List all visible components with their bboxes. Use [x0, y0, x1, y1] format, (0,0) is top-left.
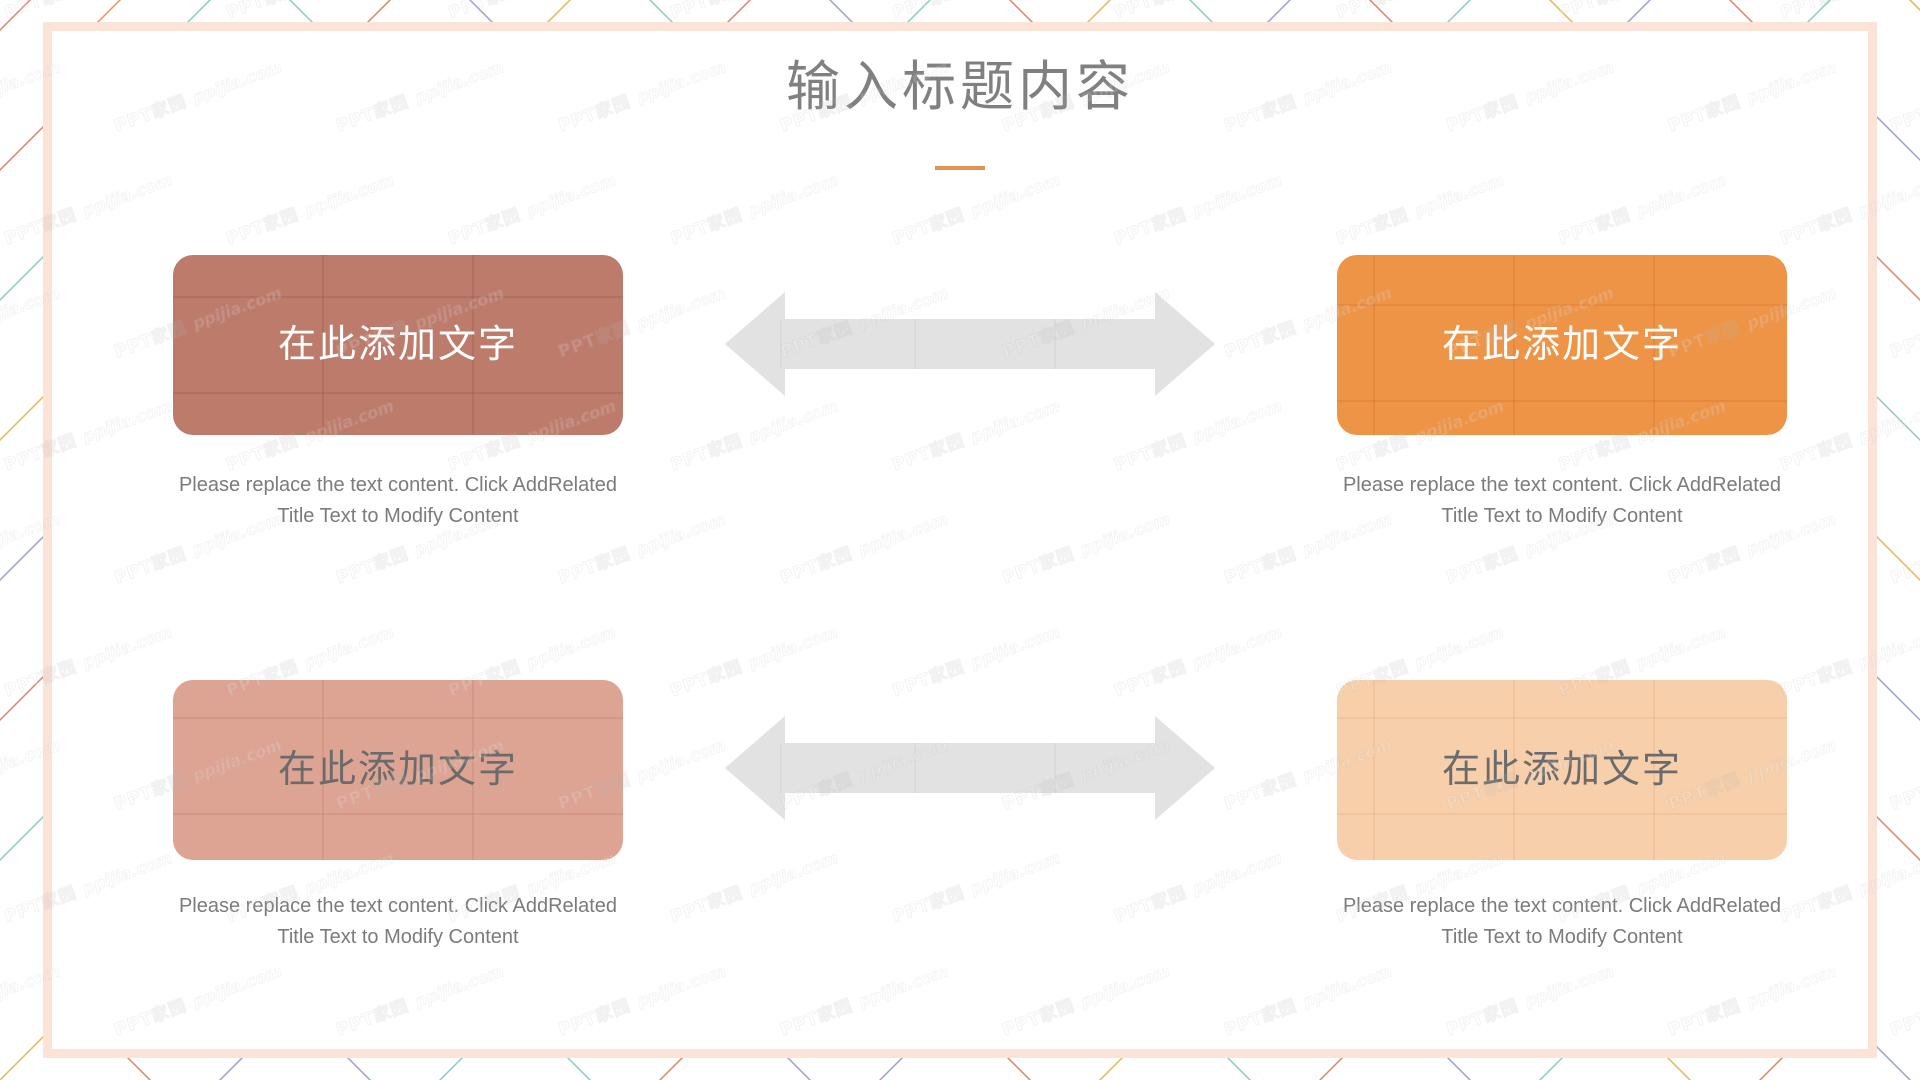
content-box-2[interactable]: 在此添加文字	[1337, 255, 1787, 435]
content-box-3-caption: Please replace the text content. Click A…	[178, 895, 618, 948]
double-arrow-bottom	[725, 712, 1215, 824]
double-arrow-top	[725, 288, 1215, 400]
content-box-1-label: 在此添加文字	[277, 324, 518, 366]
title-divider	[935, 166, 985, 170]
page-title: 输入标题内容	[786, 57, 1134, 117]
content-box-4[interactable]: 在此添加文字	[1337, 680, 1787, 860]
content-box-4-label: 在此添加文字	[1441, 749, 1682, 791]
content-box-3-label: 在此添加文字	[277, 749, 518, 791]
content-box-2-caption: Please replace the text content. Click A…	[1342, 474, 1782, 527]
content-box-1-caption: Please replace the text content. Click A…	[178, 474, 618, 527]
content-box-1[interactable]: 在此添加文字	[173, 255, 623, 435]
content-box-4-caption: Please replace the text content. Click A…	[1342, 895, 1782, 948]
content-box-2-label: 在此添加文字	[1441, 324, 1682, 366]
content-box-3[interactable]: 在此添加文字	[173, 680, 623, 860]
